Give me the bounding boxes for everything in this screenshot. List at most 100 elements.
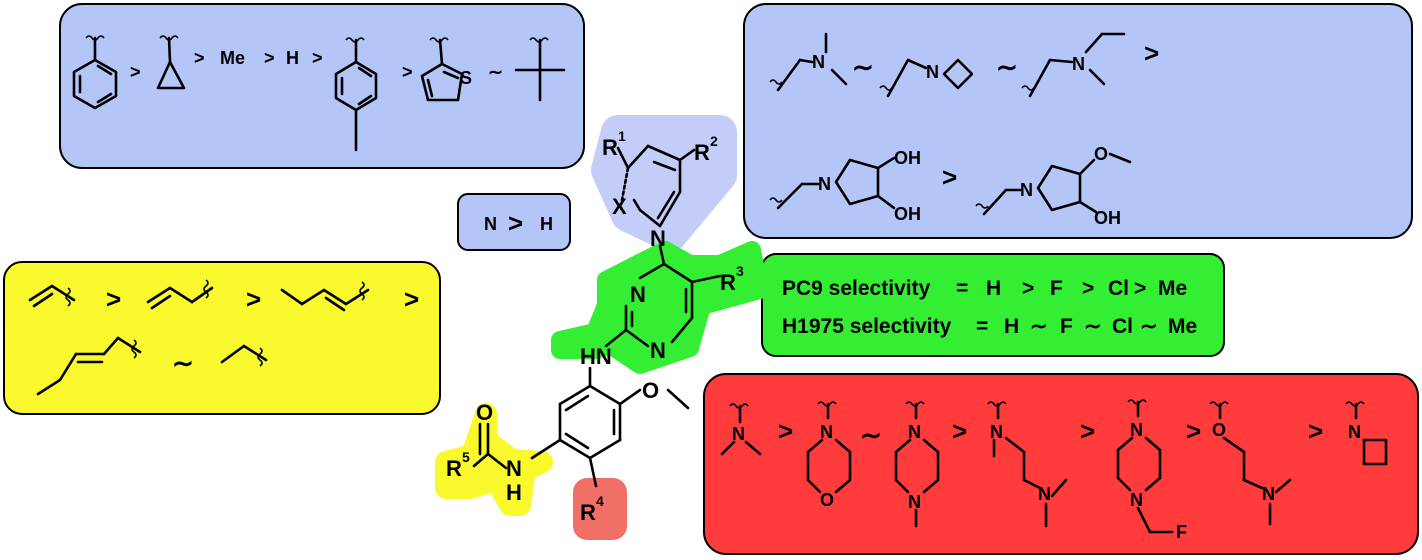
core-hn: HN	[580, 344, 612, 369]
r4-o-1: O	[820, 490, 834, 510]
r4-n-3: N	[908, 422, 921, 442]
r1-p-tolyl	[334, 37, 378, 152]
h1975-eq: =	[976, 315, 988, 338]
h1975-order-0: H	[1004, 315, 1019, 338]
r4-fluoroethylpiperazinyl	[1116, 399, 1174, 534]
core-n-pyrimidine-2: N	[650, 338, 666, 363]
core-o-carbonyl: O	[476, 400, 493, 425]
core-nh-h: H	[506, 480, 522, 505]
r5-gt-3: >	[404, 284, 419, 314]
r5-approx: ∼	[172, 348, 194, 378]
x-box-gt: >	[508, 208, 523, 238]
r2-approx-2: ∼	[996, 52, 1018, 82]
r4-n-9: N	[1262, 484, 1275, 504]
r1-gt-2: >	[194, 48, 205, 68]
r1-gt-4: >	[312, 48, 323, 68]
core-nh-n: N	[506, 456, 522, 481]
box-x-substituents	[457, 193, 571, 251]
x-box-n: N	[484, 214, 497, 234]
r2-dihydroxypyrrolidinylmethyl	[769, 156, 896, 210]
h1975-order-2: F	[1060, 315, 1073, 338]
core-o-methoxy: O	[642, 378, 659, 403]
r1-phenyl	[72, 35, 118, 110]
core-x: X	[612, 194, 627, 219]
r4-azetidinyl	[1345, 401, 1388, 466]
box-r1-substituents	[59, 3, 585, 169]
pc9-eq: =	[956, 277, 968, 300]
r2-n-2: N	[926, 62, 939, 82]
r1-tert-butyl	[514, 37, 566, 102]
core-r1: R	[602, 135, 618, 160]
r4-approx: ∼	[860, 420, 882, 450]
box-r3-selectivity	[761, 253, 1225, 357]
core-r5: R	[446, 456, 462, 481]
r1-approx: ∼	[488, 62, 503, 82]
core-r1-sup: 1	[618, 128, 626, 144]
r2-gt-2: >	[942, 162, 957, 192]
r4-gt-3: >	[1080, 416, 1095, 446]
r4-gt-2: >	[952, 416, 967, 446]
pc9-selectivity-row: PC9 selectivity = H > F > Cl > Me	[782, 277, 1187, 300]
r2-o-methoxy: O	[1094, 144, 1108, 164]
core-atom-labels: R 1 R 2 X N N N R 3 HN O R 4 N H O R 5	[446, 128, 744, 525]
r4-o-2: O	[1212, 420, 1226, 440]
h1975-order-5: ∼	[1140, 315, 1158, 338]
pc9-order-0: H	[986, 277, 1001, 300]
r4-n-6: N	[1038, 484, 1051, 504]
pc9-order-5: >	[1134, 277, 1146, 300]
r4-dimethylaminoethyl-methylamino	[987, 401, 1068, 528]
pc9-order-6: Me	[1158, 277, 1187, 300]
pc9-label: PC9 selectivity	[782, 277, 931, 300]
core-r2-sup: 2	[710, 133, 718, 149]
r2-hydroxymethoxypyrrolidinylmethyl	[975, 152, 1132, 216]
pc9-order-2: F	[1050, 277, 1063, 300]
r4-n-2: N	[820, 422, 833, 442]
r4-n-10: N	[1348, 422, 1361, 442]
pc9-order-3: >	[1082, 277, 1094, 300]
r1-thienyl-s: S	[460, 68, 472, 88]
h1975-selectivity-row: H1975 selectivity = H ∼ F ∼ Cl ∼ Me	[782, 315, 1197, 338]
core-r3: R	[720, 270, 736, 295]
r5-gt-2: >	[246, 284, 261, 314]
r4-n-5: N	[990, 422, 1003, 442]
core-r3-sup: 3	[736, 263, 744, 279]
r2-n-1: N	[812, 52, 825, 72]
r4-morpholino	[806, 401, 852, 494]
core-r5-sup: 5	[462, 449, 470, 465]
r4-dimethylamino	[720, 403, 762, 456]
r4-n-8: N	[1130, 490, 1143, 510]
r5-gt-1: >	[106, 284, 121, 314]
r5-allyl	[146, 279, 214, 310]
r2-approx-1: ∼	[852, 52, 874, 82]
h1975-order-4: Cl	[1112, 315, 1133, 338]
r4-methylpiperazinyl	[894, 401, 940, 528]
r5-vinyl	[28, 284, 76, 308]
r1-gt-5: >	[402, 62, 413, 82]
pc9-order-4: Cl	[1108, 277, 1129, 300]
r2-n-3: N	[1072, 54, 1085, 74]
r2-gt-1: >	[1144, 38, 1159, 68]
r1-me: Me	[220, 48, 245, 68]
box-r5-substituents	[3, 261, 441, 415]
r5-cis-pentenyl	[36, 336, 142, 396]
r2-n-4: N	[818, 174, 831, 194]
r4-n-4: N	[908, 492, 921, 512]
r2-dimethylaminomethyl	[769, 32, 848, 92]
r2-oh-3: OH	[1094, 208, 1121, 228]
h1975-order-6: Me	[1168, 315, 1197, 338]
x-box-h: H	[540, 214, 553, 234]
r4-n-7: N	[1130, 420, 1143, 440]
core-r4-sup: 4	[596, 493, 604, 509]
r4-f: F	[1176, 522, 1187, 542]
r4-gt-4: >	[1186, 416, 1201, 446]
h1975-label: H1975 selectivity	[782, 315, 952, 338]
core-r4: R	[580, 500, 596, 525]
core-n-pyrazole: N	[650, 226, 666, 251]
r1-gt-3: >	[264, 48, 275, 68]
r2-oh-1: OH	[894, 148, 921, 168]
r2-azetidinylmethyl	[879, 58, 974, 98]
r5-butenyl	[280, 281, 370, 312]
core-r2: R	[694, 140, 710, 165]
r2-ethylmethylaminomethyl	[1021, 32, 1126, 98]
